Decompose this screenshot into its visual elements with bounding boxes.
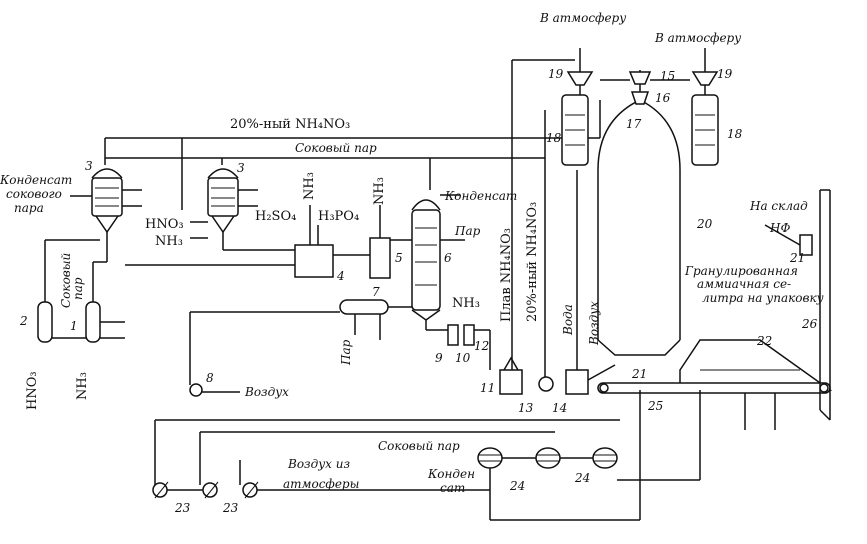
number-11: 11 bbox=[480, 381, 495, 395]
label-sok-par-left-2: пар bbox=[71, 277, 85, 300]
number-23b: 23 bbox=[222, 501, 239, 515]
number-2: 2 bbox=[19, 314, 28, 328]
number-18b: 18 bbox=[727, 127, 743, 141]
label-kondensat-sok: Конденсат bbox=[0, 173, 72, 187]
number-20: 20 bbox=[696, 217, 713, 231]
number-3a: 3 bbox=[85, 159, 93, 173]
label-atmosfery: атмосферы bbox=[283, 477, 359, 491]
filter-19-left bbox=[566, 48, 594, 95]
number-4: 4 bbox=[336, 269, 345, 283]
label-par-right: Пар bbox=[454, 224, 481, 238]
label-nh3-mid: NH₃ bbox=[155, 234, 183, 249]
number-15: 15 bbox=[660, 69, 675, 83]
label-sok-par-bottom: Соковый пар bbox=[378, 439, 460, 453]
scrubber-18-right bbox=[691, 94, 719, 166]
evaporator-3-left bbox=[91, 168, 123, 262]
granulation-tower-20 bbox=[597, 70, 681, 356]
label-h3po4: H₃PO₄ bbox=[318, 209, 359, 224]
label-sok-par-top: Соковый пар bbox=[295, 141, 377, 155]
main-pipelines bbox=[104, 59, 601, 380]
number-14: 14 bbox=[552, 401, 567, 415]
label-konden: Конден bbox=[427, 467, 475, 481]
label-nh3-vert-top: NH₃ bbox=[302, 172, 317, 200]
number-3b: 3 bbox=[237, 161, 245, 175]
number-25: 25 bbox=[647, 399, 663, 413]
bin-27 bbox=[764, 224, 813, 256]
number-16: 16 bbox=[655, 91, 671, 105]
number-10: 10 bbox=[455, 351, 471, 365]
number-19b: 19 bbox=[717, 67, 733, 81]
label-nh4no3-20: 20%-ный NH₄NO₃ bbox=[230, 117, 350, 132]
label-sokovogo: сокового bbox=[6, 187, 62, 201]
number-8: 8 bbox=[206, 371, 214, 385]
label-para: пара bbox=[14, 201, 44, 215]
label-hno3-bottom: HNO₃ bbox=[25, 371, 40, 410]
frame-26 bbox=[819, 189, 831, 421]
number-13: 13 bbox=[518, 401, 534, 415]
conveyor-25 bbox=[597, 382, 831, 394]
label-nh3-small: NH₃ bbox=[452, 296, 480, 311]
number-23a: 23 bbox=[174, 501, 191, 515]
number-24b: 24 bbox=[574, 471, 590, 485]
label-vozduh-bottom: Воздух bbox=[244, 385, 289, 399]
label-nh3-bottom: NH₃ bbox=[75, 372, 90, 400]
number-19a: 19 bbox=[548, 67, 564, 81]
column-6 bbox=[411, 194, 465, 330]
label-vozduh-iz: Воздух из bbox=[287, 457, 350, 471]
number-9: 9 bbox=[435, 351, 443, 365]
number-5: 5 bbox=[395, 251, 403, 265]
number-22: 22 bbox=[756, 334, 772, 348]
label-h2so4: H₂SO₄ bbox=[255, 209, 296, 224]
scrubber-18-left bbox=[561, 94, 589, 166]
heater-7 bbox=[189, 299, 412, 385]
label-na-sklad: На склад bbox=[749, 199, 808, 213]
number-21: 21 bbox=[631, 367, 647, 381]
number-12: 12 bbox=[474, 339, 489, 353]
label-atm-left: В атмосферу bbox=[539, 11, 626, 25]
number-24a: 24 bbox=[509, 479, 525, 493]
label-atm-right: В атмосферу bbox=[654, 31, 741, 45]
number-17: 17 bbox=[626, 117, 642, 131]
units-9-14 bbox=[426, 170, 616, 395]
label-nh3-vert-right: NH₃ bbox=[372, 177, 387, 205]
number-26: 26 bbox=[801, 317, 818, 331]
label-gran-1: Гранулированная bbox=[684, 264, 798, 278]
number-7: 7 bbox=[372, 285, 380, 299]
number-1: 1 bbox=[70, 319, 78, 333]
number-21b: 21 bbox=[789, 251, 805, 265]
neutralizer-2 bbox=[37, 239, 100, 343]
label-gran-3: литра на упаковку bbox=[702, 291, 824, 305]
label-voda: Вода bbox=[561, 304, 575, 336]
vessel-4 bbox=[125, 205, 370, 278]
label-gran-2: аммиачная се- bbox=[697, 277, 791, 291]
label-vozduh-vert: Воздух bbox=[587, 301, 601, 346]
evaporator-side-arrows bbox=[70, 189, 258, 239]
label-nf: НФ bbox=[769, 221, 790, 235]
evaporator-3-right bbox=[207, 168, 239, 250]
bottom-air-system bbox=[152, 390, 776, 521]
blower-8 bbox=[189, 383, 240, 397]
label-plav: Плав NH₄NO₃ bbox=[499, 228, 514, 322]
label-nh4no3-20-vert: 20%-ный NH₄NO₃ bbox=[525, 202, 540, 322]
label-par-vert: Пар bbox=[339, 339, 353, 366]
neutralizer-1 bbox=[52, 261, 125, 343]
unit-15-16 bbox=[600, 71, 690, 105]
label-sok-par-left-1: Соковый bbox=[59, 253, 73, 308]
equipment-numbers: 1 2 3 3 4 5 6 7 8 9 10 11 12 13 14 15 16… bbox=[19, 67, 818, 515]
filter-19-right bbox=[691, 48, 719, 95]
vessel-5 bbox=[369, 205, 412, 279]
label-hno3-mid: HNO₃ bbox=[145, 217, 184, 232]
number-18a: 18 bbox=[546, 131, 562, 145]
number-6: 6 bbox=[444, 251, 452, 265]
label-kondensat-right: Конденсат bbox=[444, 189, 517, 203]
text-labels: В атмосферу В атмосферу 20%-ный NH₄NO₃ С… bbox=[0, 11, 824, 495]
label-sat: сат bbox=[440, 481, 465, 495]
